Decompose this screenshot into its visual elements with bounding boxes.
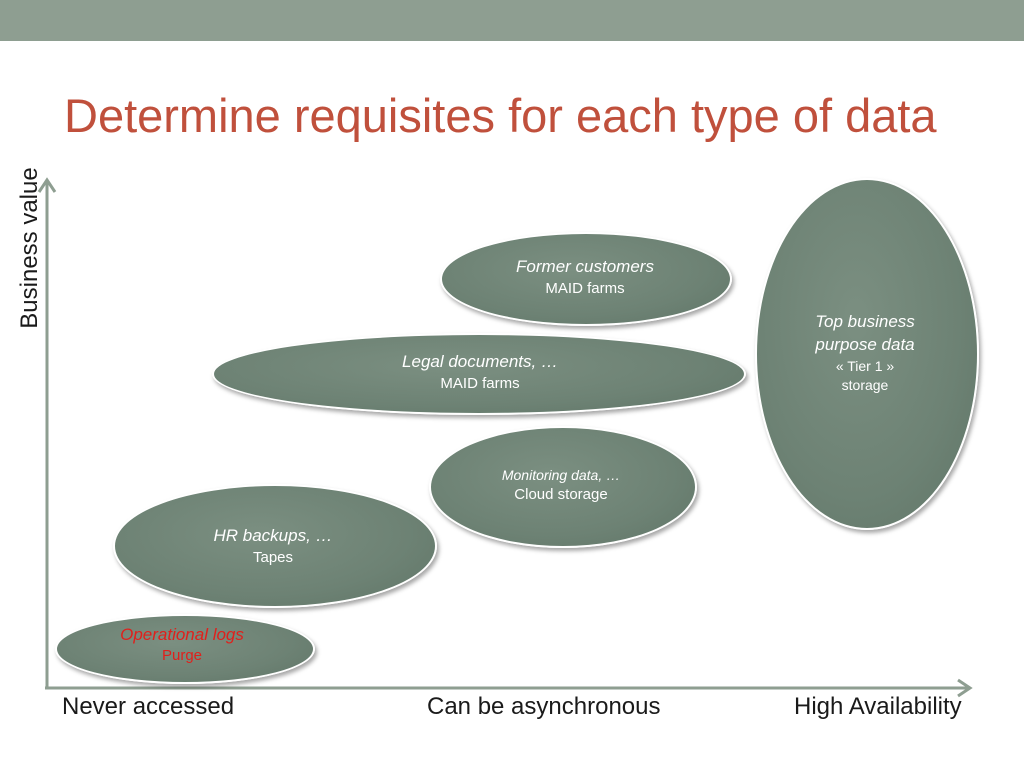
- bubble-hr-backups-text: HR backups, … Tapes: [123, 526, 423, 566]
- bubble-title-line-1: Top business: [815, 312, 915, 331]
- bubble-top-business-purpose-data-text: Top business purpose data « Tier 1 » sto…: [765, 312, 965, 393]
- bubble-title: Monitoring data, …: [501, 467, 621, 483]
- bubble-former-customers-text: Former customers MAID farms: [440, 257, 730, 297]
- bubble-legal-documents: [212, 333, 746, 415]
- bubble-monitoring-data: [429, 426, 697, 548]
- x-axis-label-never-accessed: Never accessed: [62, 693, 235, 720]
- bubble-title-line-2: purpose data: [815, 335, 915, 354]
- y-axis-label: Business value: [16, 167, 43, 329]
- y-axis-arrow: [37, 177, 57, 193]
- bubble-monitoring-data-text: Monitoring data, … Cloud storage: [429, 467, 693, 503]
- bubble-hr-backups: [113, 484, 437, 608]
- bubble-subtitle: Purge: [161, 647, 203, 664]
- bubble-operational-logs-text: Operational logs Purge: [72, 625, 292, 664]
- bubble-title: Legal documents, …: [402, 352, 558, 371]
- x-axis-arrow: [957, 678, 973, 698]
- bubble-title: Operational logs: [120, 625, 244, 644]
- bubble-subtitle: Cloud storage: [514, 486, 608, 503]
- bubble-operational-logs: [55, 614, 315, 684]
- bubble-title: Former customers: [516, 257, 654, 276]
- x-axis-label-can-be-asynchronous: Can be asynchronous: [427, 693, 661, 720]
- bubble-subtitle-line-2: storage: [841, 377, 889, 393]
- top-bar: [0, 0, 1024, 41]
- bubble-subtitle: MAID farms: [545, 280, 625, 297]
- bubble-former-customers: [440, 232, 732, 326]
- bubble-subtitle: Tapes: [252, 549, 294, 566]
- bubble-legal-documents-text: Legal documents, … MAID farms: [330, 352, 630, 392]
- bubble-subtitle: MAID farms: [440, 375, 520, 392]
- x-axis-label-high-availability: High Availability: [794, 693, 962, 720]
- slide-title: Determine requisites for each type of da…: [64, 89, 937, 142]
- bubble-subtitle-line-1: « Tier 1 »: [835, 358, 895, 374]
- bubble-title: HR backups, …: [213, 526, 333, 545]
- bubble-top-business-purpose-data: [755, 178, 979, 530]
